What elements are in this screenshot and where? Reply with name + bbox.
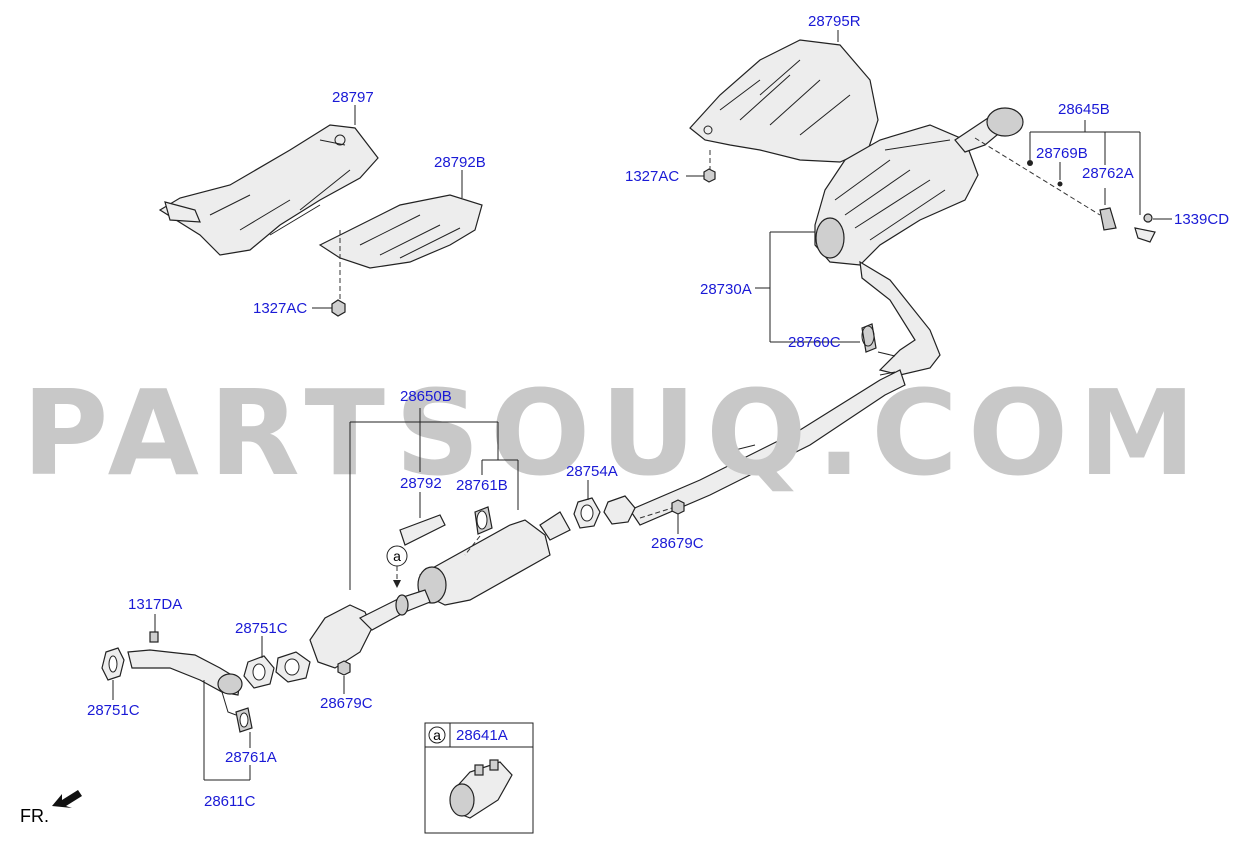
label-28760c[interactable]: 28760C xyxy=(788,334,841,351)
rear-muffler-28730a xyxy=(814,107,1024,376)
hanger-28761b xyxy=(474,506,493,535)
callout-a-text: a xyxy=(393,548,401,564)
center-muffler xyxy=(417,511,571,606)
label-28751c-mid[interactable]: 28751C xyxy=(235,620,288,637)
watermark-text: PARTSOUQ.COM xyxy=(22,364,1206,502)
gasket-28751c-left xyxy=(101,647,125,681)
nut-1327ac-top xyxy=(703,168,716,183)
gasket-28751c-mid xyxy=(243,655,275,689)
label-28761a[interactable]: 28761A xyxy=(225,749,277,766)
leader-center-nut xyxy=(639,507,673,519)
label-28650b[interactable]: 28650B xyxy=(400,388,452,405)
label-1327ac-left[interactable]: 1327AC xyxy=(253,300,307,317)
nut-1327ac-left xyxy=(331,299,346,317)
label-28754a[interactable]: 28754A xyxy=(566,463,618,480)
front-indicator-text: FR. xyxy=(20,806,49,826)
label-28797[interactable]: 28797 xyxy=(332,89,374,106)
label-28792b[interactable]: 28792B xyxy=(434,154,486,171)
gasket-28754a xyxy=(573,497,601,529)
callout-a: a xyxy=(386,545,408,588)
heat-protector-28792 xyxy=(399,514,446,546)
leader-rear-hanger xyxy=(974,137,1101,216)
heat-shield-28797 xyxy=(158,124,379,256)
inset-box: a 28641A xyxy=(424,722,534,834)
label-28762a[interactable]: 28762A xyxy=(1082,165,1134,182)
label-28769b[interactable]: 28769B xyxy=(1036,145,1088,162)
bracket-28645b xyxy=(1027,160,1156,243)
inset-marker: a xyxy=(433,727,441,743)
label-28611c[interactable]: 28611C xyxy=(204,793,256,810)
label-28795r[interactable]: 28795R xyxy=(808,13,861,30)
label-28645b[interactable]: 28645B xyxy=(1058,101,1110,118)
label-28679c-right[interactable]: 28679C xyxy=(651,535,704,552)
clamp-28641a xyxy=(449,759,513,819)
hanger-28760c xyxy=(861,323,877,353)
flange-front xyxy=(275,651,311,683)
bracket-lines-28611c xyxy=(203,680,251,781)
bracket-lines-28730a xyxy=(755,231,860,343)
bolt-rear xyxy=(877,351,896,357)
label-1339cd[interactable]: 1339CD xyxy=(1174,211,1229,228)
bolt-1317da xyxy=(149,631,159,643)
nut-28679c-right xyxy=(671,499,685,515)
heat-shield-28795r xyxy=(689,39,879,163)
label-28761b[interactable]: 28761B xyxy=(456,477,508,494)
front-indicator: FR. xyxy=(20,790,82,826)
label-28679c-left[interactable]: 28679C xyxy=(320,695,373,712)
bracket-lines-28650b xyxy=(349,408,519,590)
front-pipe-28611c xyxy=(127,649,243,716)
bracket-lines-28645b xyxy=(1029,120,1141,215)
label-28792[interactable]: 28792 xyxy=(400,475,442,492)
hanger-28761a xyxy=(235,707,253,733)
catalytic-converter xyxy=(309,589,431,669)
label-28641a[interactable]: 28641A xyxy=(456,727,508,744)
label-28730a[interactable]: 28730A xyxy=(700,281,752,298)
leader-28761b xyxy=(464,535,481,556)
center-pipe xyxy=(629,369,906,526)
heat-shield-28792b xyxy=(318,194,483,269)
label-1317da[interactable]: 1317DA xyxy=(128,596,182,613)
label-1327ac-top[interactable]: 1327AC xyxy=(625,168,679,185)
flange-center xyxy=(603,495,636,525)
nut-28679c-left xyxy=(337,660,351,676)
label-28751c-left[interactable]: 28751C xyxy=(87,702,140,719)
front-arrow-icon xyxy=(52,790,82,808)
